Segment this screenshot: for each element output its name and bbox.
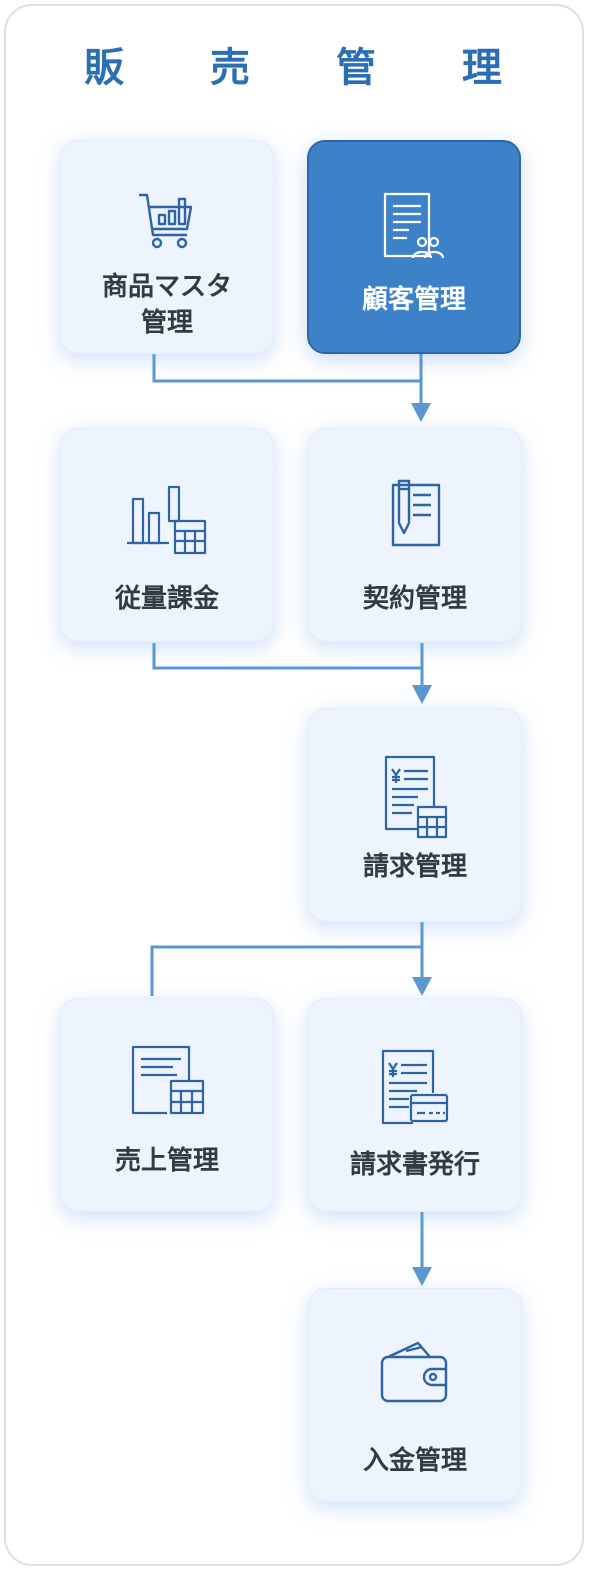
card-label: 売上管理	[114, 1146, 219, 1176]
card-label-line2: 管理	[140, 308, 193, 338]
card-label: 従量課金	[114, 584, 219, 614]
card-invoice-issue[interactable]: 請求書発行	[308, 998, 522, 1212]
contract-pen-icon	[391, 479, 441, 547]
card-label: 請求管理	[362, 852, 467, 882]
bar-chart-calculator-icon	[127, 485, 207, 555]
document-calculator-icon	[131, 1045, 205, 1115]
card-label: 入金管理	[362, 1446, 467, 1476]
connector-billing-sales	[150, 922, 424, 996]
connector-usage-billing	[152, 643, 422, 670]
card-contract[interactable]: 契約管理	[308, 428, 522, 642]
card-label: 顧客管理	[361, 285, 466, 315]
card-customer[interactable]: 顧客管理	[307, 140, 521, 354]
card-sales[interactable]: 売上管理	[60, 998, 274, 1212]
card-billing[interactable]: 請求管理	[308, 708, 522, 922]
card-label: 請求書発行	[349, 1150, 480, 1180]
arrowhead-contract	[411, 403, 431, 422]
shopping-cart-chart-icon	[139, 193, 193, 249]
card-label: 契約管理	[362, 584, 467, 614]
card-usage-billing[interactable]: 従量課金	[60, 428, 274, 642]
page-title: 販 売 管 理	[84, 45, 538, 91]
card-product-master[interactable]: 商品マスタ 管理	[60, 140, 274, 354]
connector-product-contract	[152, 354, 421, 383]
card-payment[interactable]: 入金管理	[308, 1288, 522, 1502]
card-label: 商品マスタ	[101, 272, 232, 302]
arrowhead-billing	[412, 685, 432, 704]
invoice-calculator-icon	[384, 755, 448, 839]
wallet-icon	[380, 1341, 448, 1403]
arrowhead-invoice	[412, 977, 432, 996]
invoice-card-icon	[381, 1049, 449, 1125]
customer-document-icon	[383, 192, 445, 259]
arrowhead-payment	[412, 1267, 432, 1286]
